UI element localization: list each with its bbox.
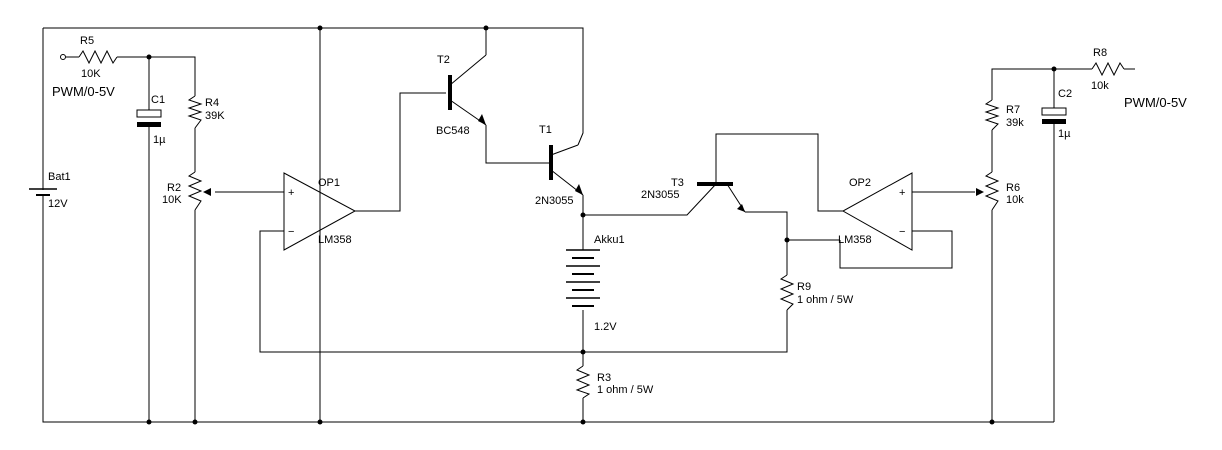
- r2-wiper-arrow: [203, 188, 211, 196]
- c2-ref: C2: [1058, 88, 1072, 100]
- junction-dot: [1051, 66, 1057, 72]
- r9-value: 1 ohm / 5W: [797, 294, 854, 306]
- r8-resistor: [1091, 61, 1125, 77]
- r8-ref: R8: [1093, 47, 1107, 59]
- t3-transistor: [697, 182, 746, 213]
- r9-resistor: [779, 274, 795, 311]
- t1-part: 2N3055: [535, 195, 574, 207]
- c2-capacitor: [1041, 107, 1067, 124]
- junction-dot: [784, 237, 790, 243]
- op1-opamp: [283, 172, 357, 251]
- c1-ref: C1: [151, 94, 165, 106]
- wires: [42, 27, 1135, 423]
- t2-transistor: [448, 40, 487, 126]
- r5-value: 10K: [81, 68, 101, 80]
- junction-dot: [317, 419, 323, 425]
- t3-emitter-wire: [745, 211, 788, 275]
- akku1-ref: Akku1: [594, 234, 625, 246]
- op1-minus-sign: −: [288, 226, 294, 238]
- r6-value: 10k: [1006, 194, 1024, 206]
- op1-ref: OP1: [318, 177, 340, 189]
- op2-opamp: [841, 172, 913, 251]
- pwm-left-terminal: [60, 54, 66, 60]
- t3-base-wire: [583, 183, 717, 216]
- op1-part: LM358: [318, 234, 352, 246]
- pwm-right-label: PWM/0-5V: [1124, 95, 1187, 110]
- junction-dot: [192, 419, 198, 425]
- r2-value: 10K: [162, 194, 182, 206]
- pwm-left-label: PWM/0-5V: [52, 84, 115, 99]
- bat1-battery: [29, 188, 57, 196]
- r3-value: 1 ohm / 5W: [597, 384, 654, 396]
- junction-dot: [580, 212, 586, 218]
- r2-potentiometer: [187, 171, 203, 211]
- c1-value: 1µ: [153, 134, 166, 146]
- op1-plus-sign: +: [288, 187, 294, 199]
- junction-dot: [146, 54, 152, 60]
- junction-dot: [483, 25, 489, 31]
- junction-dot: [989, 419, 995, 425]
- junction-dot: [580, 349, 586, 355]
- c1-capacitor: [136, 109, 162, 127]
- op2-ref: OP2: [849, 177, 871, 189]
- r4-resistor: [187, 95, 203, 129]
- op1-output-wire: [355, 92, 446, 212]
- bat1-value: 12V: [48, 198, 68, 210]
- c2-value: 1µ: [1058, 128, 1071, 140]
- ground-rail-wire: [42, 28, 1054, 423]
- r2-ref: R2: [167, 182, 181, 194]
- r3-ref: R3: [597, 372, 611, 384]
- op2-plus-sign: +: [899, 187, 905, 199]
- r5-r4-wire: [117, 56, 196, 96]
- t2-t1-wire: [485, 125, 549, 164]
- r6-potentiometer: [984, 171, 1000, 211]
- r8-value: 10k: [1091, 80, 1109, 92]
- t3-collector-wire: [715, 133, 843, 212]
- r7-top-wire: [991, 68, 1092, 100]
- r5-ref: R5: [80, 35, 94, 47]
- r7-ref: R7: [1006, 104, 1020, 116]
- op1-feedback-wire: [259, 230, 788, 353]
- bat1-wire-gap: [41, 190, 45, 194]
- t1-transistor: [549, 144, 584, 196]
- op2-part: LM358: [838, 234, 872, 246]
- junction-dot: [146, 419, 152, 425]
- op2-feedback-wire: [839, 230, 953, 269]
- t1-ref: T1: [539, 124, 552, 136]
- t2-part: BC548: [436, 125, 470, 137]
- bat1-ref: Bat1: [48, 171, 71, 183]
- t3-ref: T3: [671, 177, 684, 189]
- junction-dots: [146, 25, 1057, 425]
- r9-ref: R9: [797, 281, 811, 293]
- akku1-battery: [566, 249, 600, 307]
- r4-value: 39K: [205, 110, 225, 122]
- junction-dot: [317, 25, 323, 31]
- op2-minus-sign: −: [899, 226, 905, 238]
- r4-ref: R4: [205, 97, 219, 109]
- top-rail-wire: [43, 27, 584, 146]
- r7-value: 39k: [1006, 117, 1024, 129]
- junction-dot: [580, 419, 586, 425]
- r5-resistor: [78, 49, 118, 65]
- r7-resistor: [984, 99, 1000, 131]
- r6-wiper-arrow: [976, 188, 984, 196]
- akku1-value: 1.2V: [594, 321, 617, 333]
- r6-ref: R6: [1006, 182, 1020, 194]
- t3-part: 2N3055: [641, 189, 680, 201]
- t2-ref: T2: [437, 54, 450, 66]
- r3-resistor: [575, 365, 591, 399]
